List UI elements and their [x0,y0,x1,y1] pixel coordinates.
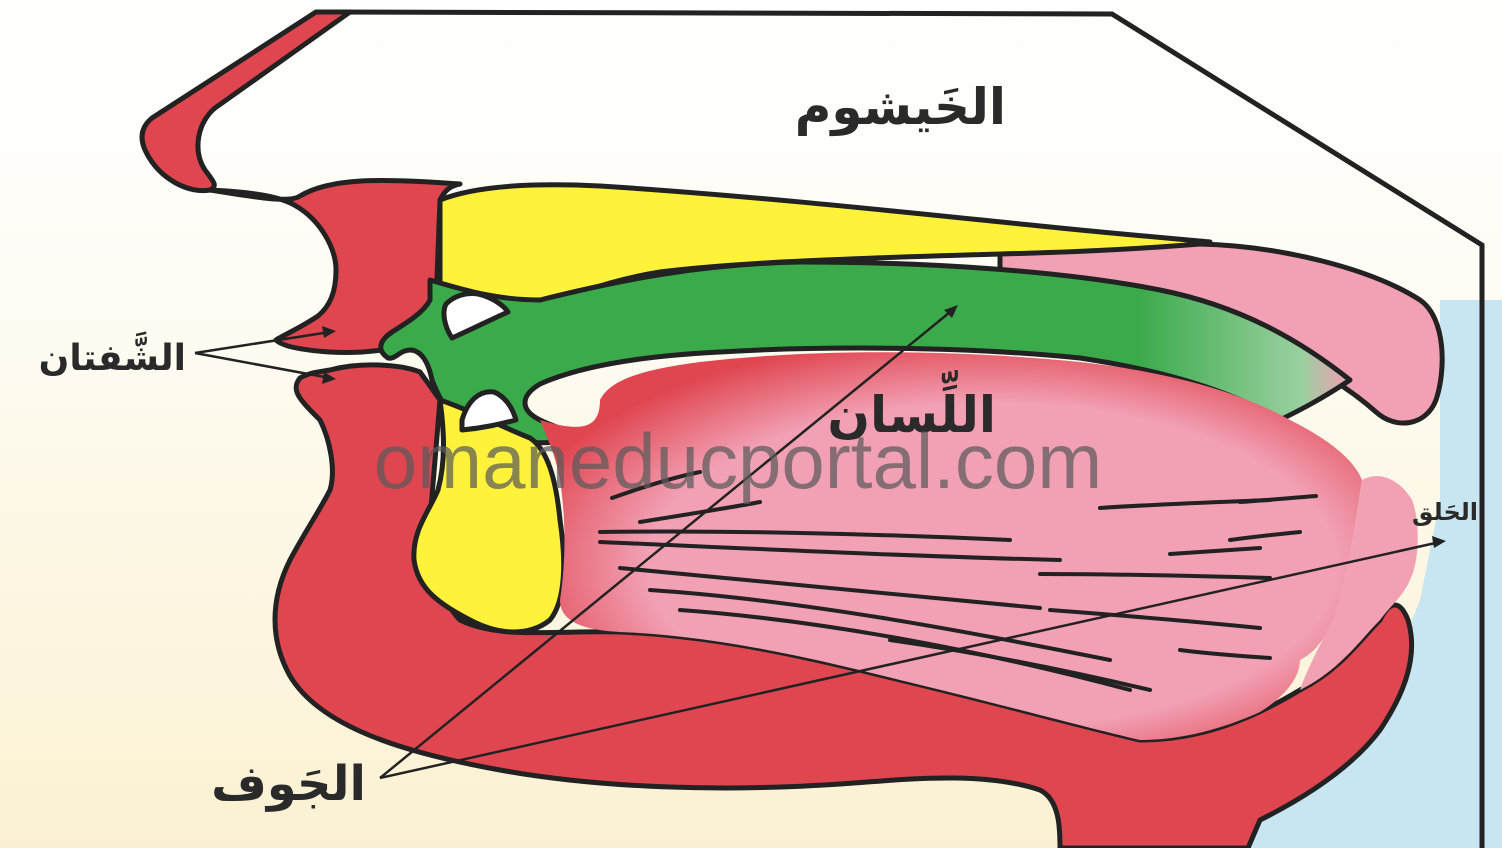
watermark: omaneducportal.com [374,417,1102,505]
label-lips: الشَّفتان [39,330,186,379]
label-nasal-cavity: الخَيشوم [795,78,1006,137]
label-oral-cavity: الجَوف [211,756,366,812]
label-throat: الحَلق [1412,498,1478,526]
